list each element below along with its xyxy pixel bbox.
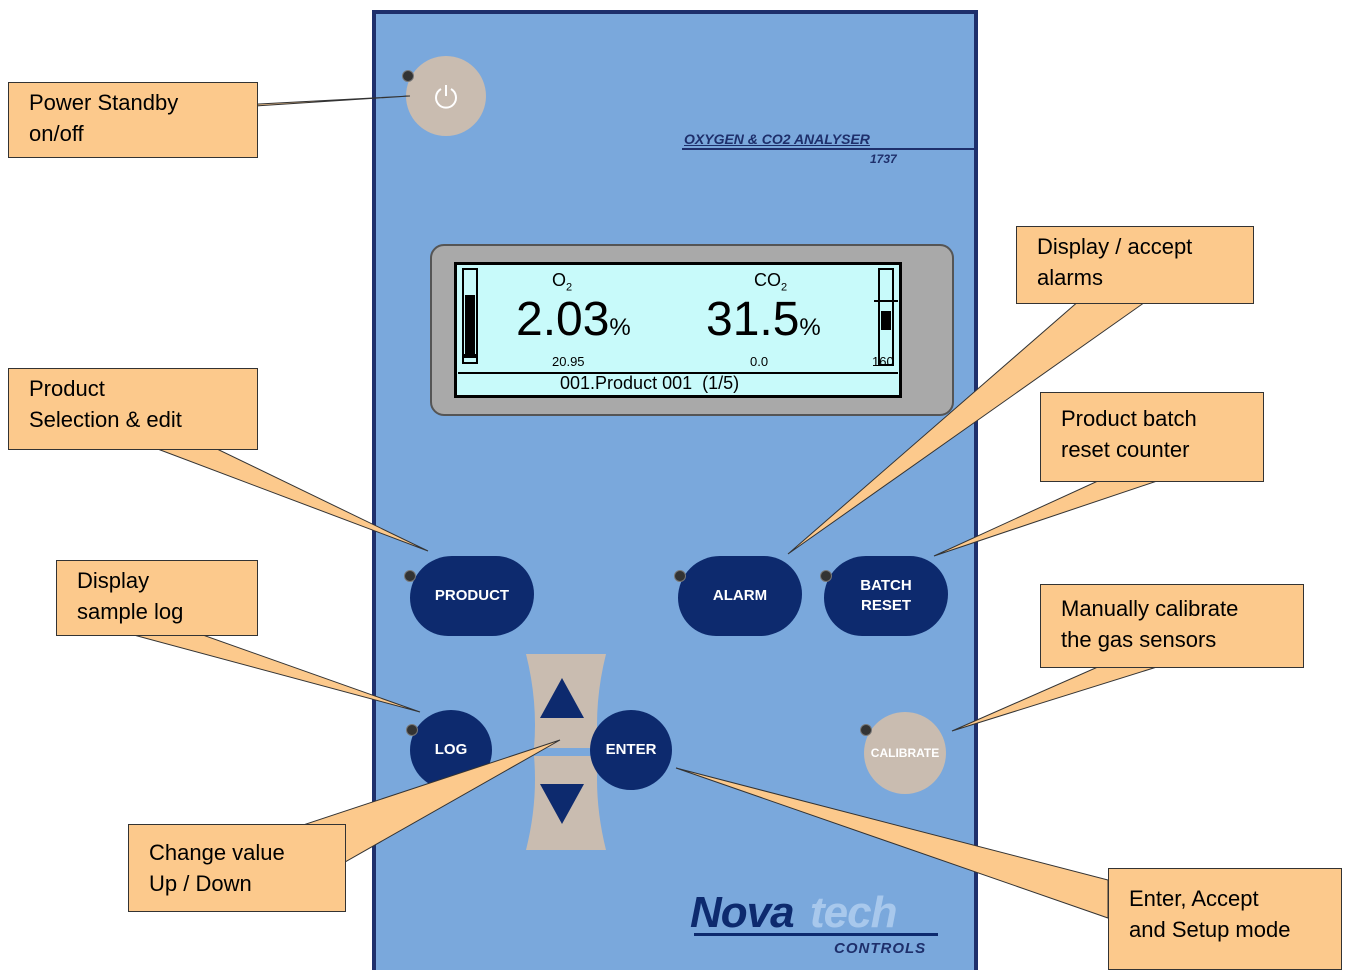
callout-log-line1: Display xyxy=(77,568,150,593)
pointer-log xyxy=(129,633,421,713)
co2-reference: 0.0 xyxy=(750,354,769,369)
brand-logo-tech: tech xyxy=(810,888,897,937)
callout-calibrate-line2: the gas sensors xyxy=(1061,627,1217,652)
callout-change-line1: Change value xyxy=(149,840,285,865)
battery-icon xyxy=(462,356,478,364)
callout-alarms-line1: Display / accept xyxy=(1037,234,1193,259)
product-button[interactable]: PRODUCT xyxy=(410,556,534,636)
callout-power: Power Standby on/off xyxy=(8,82,258,158)
triangle-down-icon xyxy=(540,784,584,824)
lcd-screen xyxy=(454,262,902,398)
callout-enter: Enter, Accept and Setup mode xyxy=(1108,868,1342,970)
o2-label-text: O xyxy=(552,270,567,290)
alarm-button-label: ALARM xyxy=(712,587,768,604)
product-led xyxy=(404,570,416,582)
o2-value: 2.03 xyxy=(516,293,610,346)
co2-unit: % xyxy=(799,314,821,341)
callout-log: Display sample log xyxy=(56,560,258,636)
lcd-separator xyxy=(458,372,898,374)
brand-logo-underline xyxy=(694,933,938,936)
scale-max: 160 xyxy=(872,354,894,369)
callout-power-line2: on/off xyxy=(29,121,84,146)
calibrate-button[interactable]: CALIBRATE xyxy=(864,712,946,794)
triangle-up-icon xyxy=(540,678,584,718)
pointer-product xyxy=(154,447,429,552)
o2-level-fill xyxy=(465,295,475,354)
callout-product: Product Selection & edit xyxy=(8,368,258,450)
callout-enter-line1: Enter, Accept xyxy=(1129,886,1259,911)
co2-setpoint-mark xyxy=(874,300,898,302)
o2-unit: % xyxy=(609,314,631,341)
power-icon xyxy=(435,85,457,109)
callout-product-line1: Product xyxy=(29,376,105,401)
brand-logo-controls: CONTROLS xyxy=(834,940,927,957)
brand-logo-nova: Nova xyxy=(690,888,795,937)
callout-calibrate: Manually calibrate the gas sensors xyxy=(1040,584,1304,668)
batch-reset-label-2: RESET xyxy=(860,597,911,614)
callout-log-line2: sample log xyxy=(77,599,184,624)
callout-change-line2: Up / Down xyxy=(149,871,252,896)
o2-label: O2 xyxy=(552,270,572,294)
calibrate-led xyxy=(860,724,872,736)
product-line: 001.Product 001 (1/5) xyxy=(560,373,740,393)
batch-reset-label-1: BATCH xyxy=(860,577,912,594)
co2-label-text: CO xyxy=(754,270,781,290)
alarm-led xyxy=(674,570,686,582)
log-led xyxy=(406,724,418,736)
alarm-button[interactable]: ALARM xyxy=(678,556,802,636)
callout-product-line2: Selection & edit xyxy=(29,407,182,432)
co2-level-fill xyxy=(881,311,891,330)
callout-calibrate-line1: Manually calibrate xyxy=(1061,596,1239,621)
callout-change: Change value Up / Down xyxy=(128,824,346,912)
enter-button-label: ENTER xyxy=(605,741,657,758)
callout-alarms-line2: alarms xyxy=(1037,265,1104,290)
pointer-batch xyxy=(933,479,1161,557)
o2-reference: 20.95 xyxy=(552,354,585,369)
device-model: 1737 xyxy=(870,152,897,166)
enter-button[interactable]: ENTER xyxy=(590,710,672,790)
batch-led xyxy=(820,570,832,582)
o2-reading: 2.03% xyxy=(516,292,631,347)
down-button[interactable] xyxy=(540,784,584,828)
power-led xyxy=(402,70,414,82)
co2-label: CO2 xyxy=(754,270,787,294)
power-button[interactable] xyxy=(406,56,486,136)
product-button-label: PRODUCT xyxy=(434,587,510,604)
co2-level-bar xyxy=(878,268,894,366)
callout-batch-line2: reset counter xyxy=(1061,437,1190,462)
o2-level-bar xyxy=(462,268,478,356)
title-underline xyxy=(682,148,974,150)
device-title: OXYGEN & CO2 ANALYSER xyxy=(684,131,870,147)
callout-batch: Product batch reset counter xyxy=(1040,392,1264,482)
calibrate-button-label: CALIBRATE xyxy=(870,746,940,760)
up-button[interactable] xyxy=(540,678,584,722)
pointer-enter xyxy=(675,767,1109,919)
co2-label-sub: 2 xyxy=(781,281,788,294)
log-button-label: LOG xyxy=(434,741,468,758)
callout-power-line1: Power Standby xyxy=(29,90,179,115)
batch-reset-button[interactable]: BATCH RESET xyxy=(824,556,948,636)
o2-label-sub: 2 xyxy=(566,281,573,294)
co2-value: 31.5 xyxy=(706,293,800,346)
pointer-calibrate xyxy=(951,665,1161,732)
callout-alarms: Display / accept alarms xyxy=(1016,226,1254,304)
callout-enter-line2: and Setup mode xyxy=(1129,917,1291,942)
callout-batch-line1: Product batch xyxy=(1061,406,1197,431)
co2-reading: 31.5% xyxy=(706,292,821,347)
